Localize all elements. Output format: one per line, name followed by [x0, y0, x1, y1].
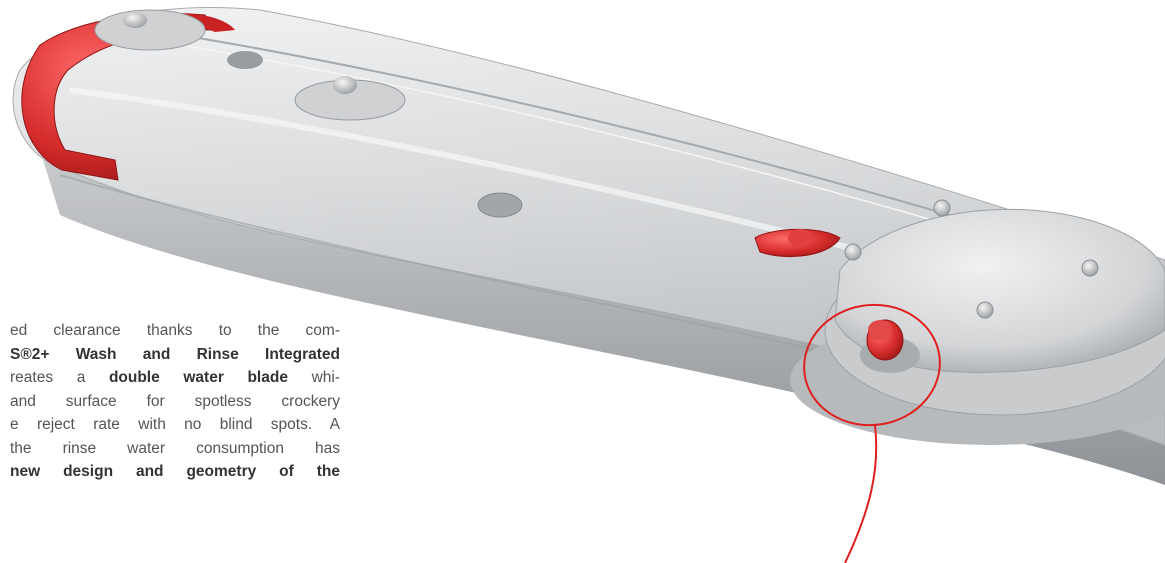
body-copy: ed clearance thanks to the com- S®2+ Was…	[10, 319, 340, 484]
hub-assembly	[790, 199, 1165, 445]
body-line-2: S®2+ Wash and Rinse Integrated	[10, 345, 340, 363]
spray-hole-1	[227, 51, 263, 69]
body-line-7: new design and geometry of the	[10, 463, 340, 480]
diverter-red	[754, 228, 841, 258]
nozzle-clip-1	[94, 9, 206, 51]
body-line-6: the rinse water consumption has	[10, 439, 340, 457]
callout-line	[844, 424, 878, 563]
body-line-3: reates a double water blade whi-	[10, 369, 340, 386]
body-line-5: e reject rate with no blind spots. A	[10, 416, 340, 433]
callout-circle	[803, 303, 941, 427]
body-line-4: and surface for spotless crockery	[10, 392, 340, 410]
rinse-valve-red	[860, 319, 920, 373]
nozzle-clip-2	[294, 76, 406, 121]
body-line-1: ed clearance thanks to the com-	[10, 322, 340, 339]
spray-hole-2	[477, 192, 523, 218]
